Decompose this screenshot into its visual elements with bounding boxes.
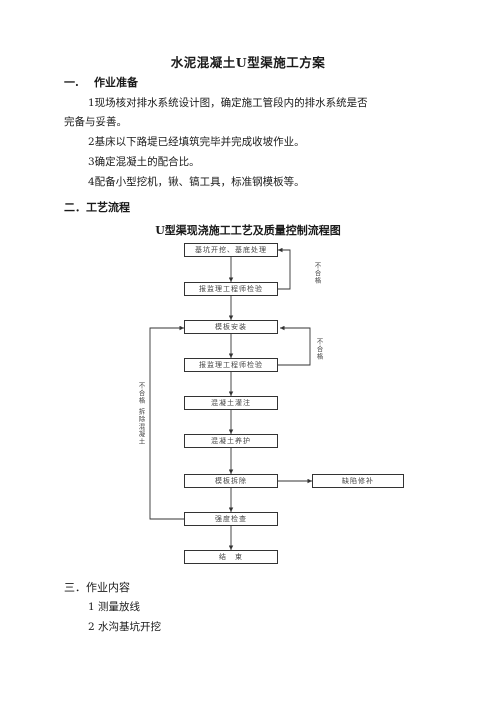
step-formwork-removal: 模板拆除 bbox=[184, 474, 278, 488]
flowchart-title: U型渠现浇施工工艺及质量控制流程图 bbox=[155, 224, 341, 237]
step-curing: 混凝土养护 bbox=[184, 434, 278, 448]
document-title: 水泥混凝土U型渠施工方案 bbox=[170, 55, 326, 70]
section1-item-3: 3确定混凝土的配合比。 bbox=[88, 156, 200, 168]
loop-1 bbox=[278, 247, 291, 290]
step-inspection-1: 报监理工程师检验 bbox=[184, 282, 278, 296]
section1-item-1: 1现场核对排水系统设计图，确定施工管段内的排水系统是否 bbox=[88, 97, 368, 109]
section3-item-2: 2 水沟基坑开挖 bbox=[88, 621, 162, 633]
step-defect-repair: 缺陷修补 bbox=[312, 474, 404, 488]
step-strength-check: 强度检查 bbox=[184, 512, 278, 526]
section1-number: 一. bbox=[64, 76, 79, 89]
loop-2 bbox=[278, 325, 311, 366]
section3-item-1: 1 测量放线 bbox=[88, 601, 141, 613]
step-inspection-2: 报监理工程师检验 bbox=[184, 358, 278, 372]
loop-3 bbox=[149, 325, 184, 520]
step-end: 结 束 bbox=[184, 550, 278, 564]
loop-label-3: 不合格 拆除混凝土 bbox=[137, 382, 145, 446]
section2-heading: 二．工艺流程 bbox=[64, 201, 130, 214]
step-formwork-install: 模板安装 bbox=[184, 320, 278, 334]
section3-heading: 三．作业内容 bbox=[64, 581, 130, 594]
section1-item-2: 2基床以下路堤已经填筑完毕并完成收坡作业。 bbox=[88, 136, 305, 148]
section1-item-1-cont: 完备与妥善。 bbox=[64, 116, 127, 128]
section1-item-4: 4配备小型挖机，锹、镐工具，标准钢模板等。 bbox=[88, 176, 305, 188]
loop-label-1: 不合格 bbox=[313, 262, 321, 285]
loop-label-2: 不合格 bbox=[315, 338, 323, 361]
step-excavation: 基坑开挖、基底处理 bbox=[184, 243, 278, 257]
section1-heading: 作业准备 bbox=[94, 76, 138, 89]
step-pouring: 混凝土灌注 bbox=[184, 396, 278, 410]
